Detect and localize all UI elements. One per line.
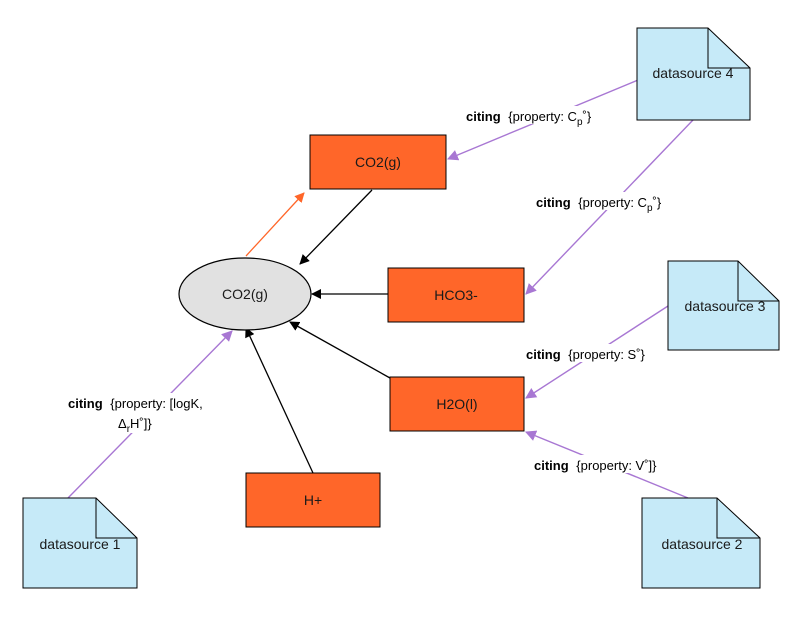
species-label-hco3: HCO3-: [434, 287, 478, 303]
species-label-co2g: CO2(g): [355, 154, 401, 170]
datasource-label-1: datasource 1: [40, 536, 121, 552]
label-ds4-co2g: citing {property: Cp˚}: [466, 109, 592, 128]
species-node-hco3[interactable]: HCO3-: [387, 267, 525, 323]
datasource-label-3: datasource 3: [685, 298, 766, 314]
edge-co2g-to-center: [299, 189, 373, 265]
datasource-node-3[interactable]: datasource 3: [667, 260, 780, 351]
species-node-h2o[interactable]: H2O(l): [389, 376, 525, 432]
datasource-node-4[interactable]: datasource 4: [636, 27, 751, 121]
center-species-node[interactable]: CO2(g): [178, 257, 312, 331]
datasource-node-1[interactable]: datasource 1: [22, 497, 138, 589]
edge-h2o-to-center: [289, 321, 391, 379]
label-ds1-center-line2: ΔrH˚]}: [118, 416, 152, 435]
label-ds4-hco3: citing {property: Cp˚}: [536, 195, 662, 214]
center-species-label: CO2(g): [222, 286, 268, 302]
edge-hplus-to-center: [245, 327, 314, 474]
label-ds2-h2o: citing {property: V˚]}: [534, 458, 657, 473]
datasource-label-4: datasource 4: [653, 65, 734, 81]
label-ds3-h2o: citing {property: S˚}: [526, 347, 646, 362]
species-node-hplus[interactable]: H+: [245, 472, 381, 528]
species-node-co2g[interactable]: CO2(g): [309, 134, 447, 190]
datasource-label-2: datasource 2: [662, 536, 743, 552]
species-label-hplus: H+: [304, 492, 322, 508]
datasource-node-2[interactable]: datasource 2: [641, 497, 761, 589]
label-ds1-center: citing {property: [logK,: [68, 396, 203, 411]
edge-center-to-co2g: [245, 192, 305, 257]
species-label-h2o: H2O(l): [436, 396, 477, 412]
